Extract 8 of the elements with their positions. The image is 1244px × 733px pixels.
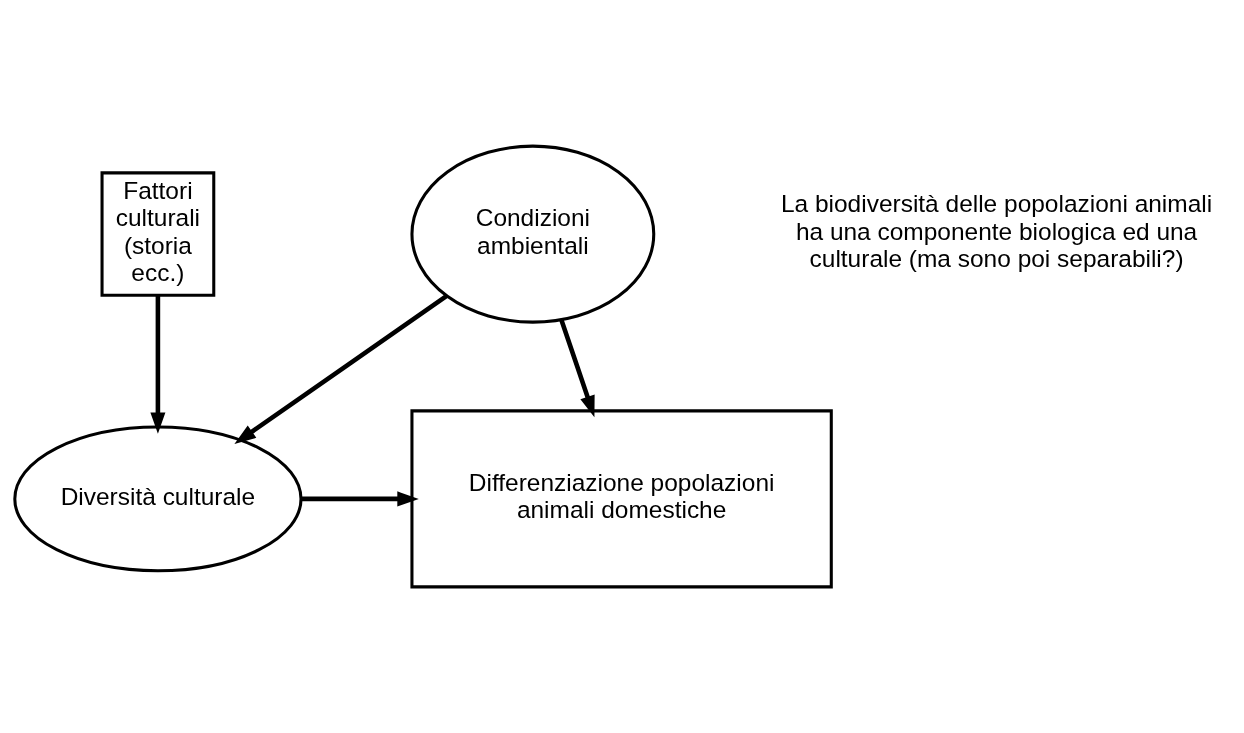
- arrow: [301, 491, 419, 507]
- node-box: Fattori culturali (storia ecc.): [100, 171, 216, 297]
- label: La biodiversità delle popolazioni animali ha una componente biologica ed una culturale (ma sono poi separabili?): [780, 190, 1213, 273]
- node-ellipse: Condizioni ambientali: [410, 144, 656, 324]
- arrow: [559, 319, 595, 418]
- node-box: Differenziazione popolazioni animali domestiche: [410, 409, 833, 589]
- arrow: [150, 295, 166, 434]
- arrow: [234, 294, 448, 444]
